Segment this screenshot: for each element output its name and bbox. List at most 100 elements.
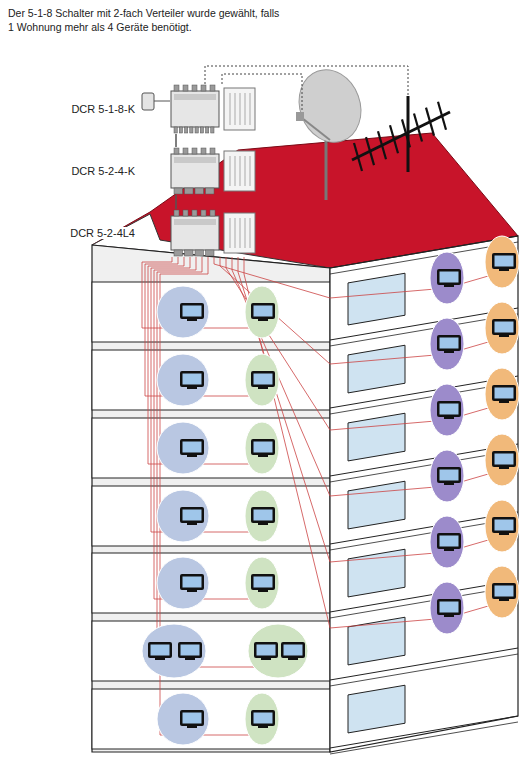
multiswitch-device <box>170 84 256 134</box>
antenna-element <box>426 108 434 136</box>
antenna-element <box>414 114 422 142</box>
antenna-element <box>390 125 398 153</box>
room-zone <box>430 318 464 370</box>
room-zone <box>430 252 464 304</box>
tv-icon <box>492 319 516 337</box>
tv-icon <box>251 439 275 457</box>
device-name: DCR 5-2-4L4 <box>69 227 136 239</box>
window <box>348 413 405 461</box>
tv-icon <box>251 303 275 321</box>
floor-band <box>92 350 330 410</box>
antenna-element <box>366 137 374 165</box>
room-zone <box>245 557 279 609</box>
tv-icon <box>180 371 204 389</box>
lnb <box>296 112 304 121</box>
room-zone <box>485 368 519 420</box>
tv-icon <box>180 439 204 457</box>
tv-icon <box>180 507 204 525</box>
window <box>348 273 405 325</box>
room-zone <box>245 422 279 474</box>
tv-icon <box>437 467 461 485</box>
tv-icon <box>492 253 516 271</box>
tv-icon <box>180 303 204 321</box>
tv-icon <box>437 269 461 287</box>
cable <box>238 257 502 562</box>
left-facade <box>92 245 330 752</box>
window <box>348 481 405 529</box>
tv-icon <box>437 401 461 419</box>
room-zone <box>245 693 279 745</box>
tv-icon <box>251 507 275 525</box>
lnb-arm <box>302 118 330 140</box>
room-zone <box>245 286 279 338</box>
splitter-cable <box>154 101 170 102</box>
room-zone <box>430 516 464 568</box>
room-zone <box>142 624 206 678</box>
tv-icon <box>281 642 305 660</box>
tv-icon <box>437 599 461 617</box>
room-zone <box>157 422 209 474</box>
note-text: Der 5-1-8 Schalter mit 2-fach Verteiler … <box>8 6 283 34</box>
cascade-cable <box>175 195 177 209</box>
room-zone <box>245 354 279 406</box>
tv-icon <box>492 517 516 535</box>
room-zone <box>248 624 308 678</box>
tv-icon <box>251 371 275 389</box>
floor-band <box>92 282 330 342</box>
tv-icon <box>492 451 516 469</box>
device-name: DCR 5-1-8-K <box>70 103 136 115</box>
tv-icon <box>148 642 172 660</box>
tv-icon <box>437 335 461 353</box>
antenna-element <box>378 131 386 159</box>
antenna-element <box>354 143 362 171</box>
cable-group <box>142 257 502 735</box>
multiswitch: DCR 5-2-4L4 <box>69 209 256 257</box>
splitter <box>142 93 154 110</box>
room-zone <box>485 302 519 354</box>
tv-icon <box>178 642 202 660</box>
antenna-element <box>402 119 410 147</box>
window <box>348 345 405 393</box>
room-zone <box>485 434 519 486</box>
cascade-cable <box>175 134 177 147</box>
room-zone <box>485 236 519 288</box>
tv-icon <box>492 583 516 601</box>
room-zone <box>485 500 519 552</box>
tv-icon <box>254 642 278 660</box>
multiswitch-device <box>170 209 256 257</box>
tv-icon <box>251 574 275 592</box>
multiswitch-device <box>170 147 256 195</box>
dish-mast <box>325 138 328 200</box>
floor-band <box>92 486 330 546</box>
room-zone <box>430 384 464 436</box>
floor-band <box>92 553 330 613</box>
multiswitch: DCR 5-2-4-K <box>70 147 256 195</box>
room-zone <box>430 582 464 634</box>
tv-icon <box>251 710 275 728</box>
multiswitch: DCR 5-1-8-K <box>70 84 256 134</box>
room-zone <box>157 557 209 609</box>
floor-band <box>92 621 330 681</box>
room-zone <box>485 566 519 618</box>
antenna-element <box>438 102 446 130</box>
right-facade <box>330 236 518 752</box>
cable <box>244 257 502 628</box>
window <box>348 685 405 733</box>
room-zone <box>430 450 464 502</box>
tv-icon <box>180 710 204 728</box>
device-name: DCR 5-2-4-K <box>70 165 136 177</box>
room-zone <box>245 490 279 542</box>
room-zone <box>157 286 209 338</box>
room-zone <box>157 693 209 745</box>
room-zone <box>157 354 209 406</box>
tv-icon <box>180 574 204 592</box>
cable <box>226 257 502 430</box>
floor-band <box>92 418 330 478</box>
tv-icon <box>492 385 516 403</box>
tv-icon <box>437 533 461 551</box>
floor-band <box>92 689 330 749</box>
antenna-boom <box>352 112 450 160</box>
